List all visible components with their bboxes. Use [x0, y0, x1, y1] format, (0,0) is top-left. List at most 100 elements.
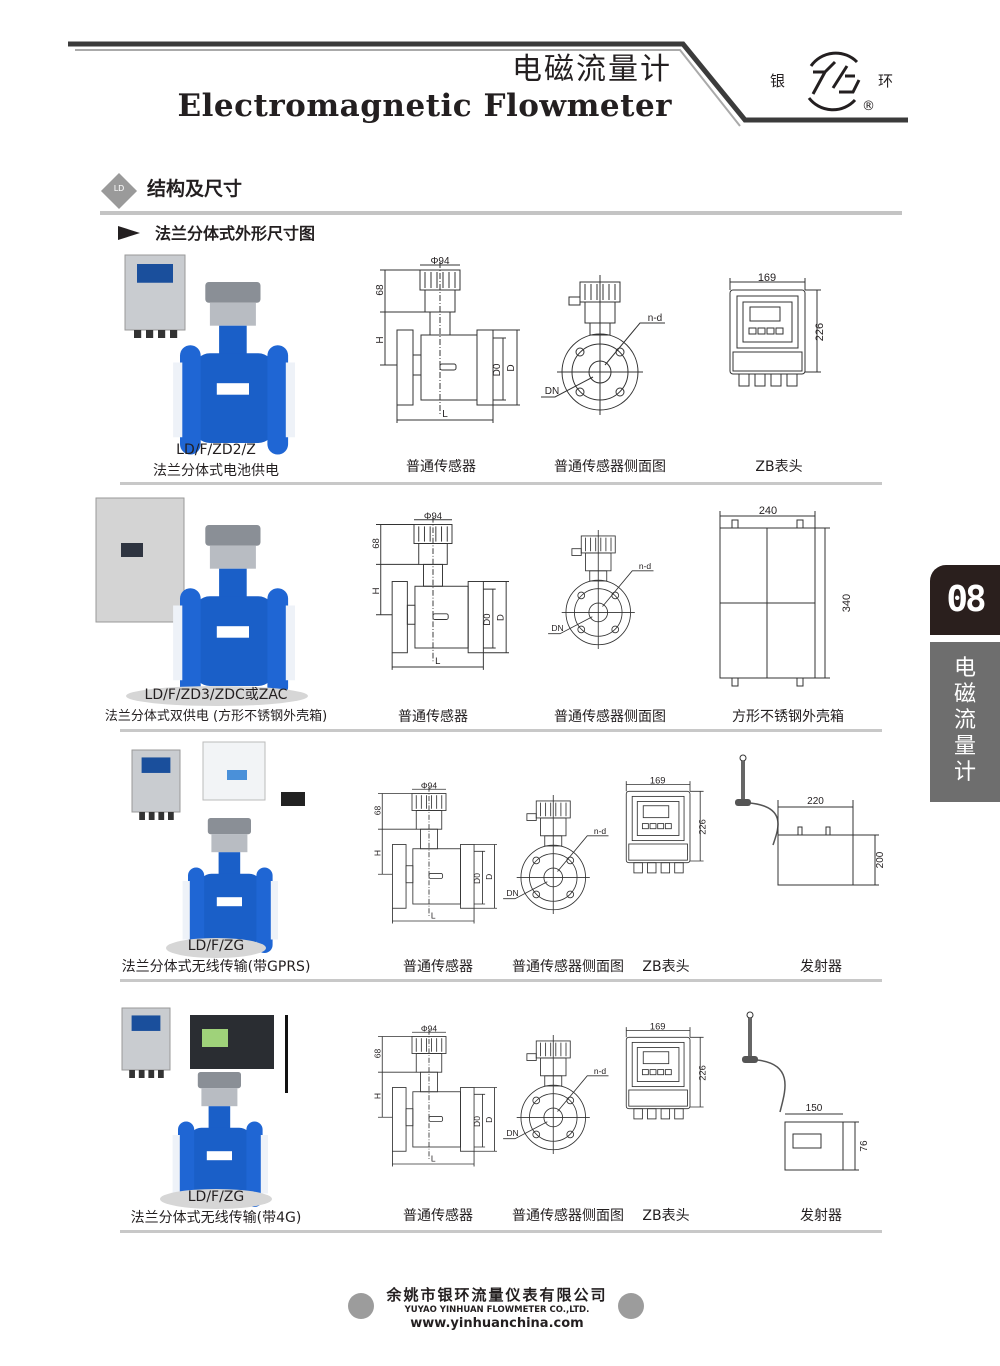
flange: [460, 1087, 475, 1152]
chapter-label: 电磁流量计: [953, 656, 976, 785]
sensor-body: [420, 334, 478, 401]
dimension-label: D: [495, 614, 506, 621]
dimension-label: D: [484, 874, 494, 880]
dimension-label: n-d: [594, 826, 607, 836]
flange: [460, 844, 475, 909]
logo-left-char: 银: [770, 72, 786, 90]
footer-website[interactable]: www.yinhuanchina.com: [410, 1316, 584, 1331]
cable-gland: [647, 862, 657, 874]
key: [748, 327, 757, 335]
header-decoration: [68, 41, 908, 127]
dimension-label: L: [442, 409, 448, 420]
dimension-label: Φ94: [421, 780, 438, 790]
dimension-label: 240: [759, 505, 777, 517]
dimension-label: DN: [545, 386, 559, 397]
dimension-label: L: [435, 656, 440, 667]
transmitter-box: [784, 1121, 844, 1171]
dimension-label: Φ94: [421, 1023, 438, 1033]
dimension-label: Φ94: [424, 511, 442, 522]
caption-sensor-side: 普通传感器侧面图: [512, 1208, 624, 1224]
dimension-label: D0: [492, 363, 503, 376]
bolt-hole: [566, 1130, 575, 1139]
footer-company-cn: 余姚市银环流量仪表有限公司: [386, 1286, 608, 1304]
dimension-label: Φ94: [430, 256, 450, 267]
mount-lug: [731, 677, 739, 687]
bolt-hole: [532, 856, 541, 865]
cable-gland: [660, 862, 671, 874]
cable-gland: [738, 373, 750, 387]
dimension-label: 340: [841, 594, 853, 612]
dimension-label: 76: [859, 1140, 870, 1152]
title-cn: 电磁流量计: [512, 52, 672, 87]
key: [657, 1069, 665, 1076]
arrow-bullet-icon: [118, 226, 140, 240]
antenna-icon: [746, 1011, 754, 1019]
flange: [392, 1087, 407, 1152]
flange: [392, 844, 407, 909]
model-highlight: [126, 686, 308, 706]
chapter-label-tab: 电磁流量计: [930, 642, 1000, 802]
transmitter-box: [777, 834, 854, 886]
bolt-hole: [577, 625, 586, 634]
flange: [396, 329, 414, 406]
bolt-hole: [566, 890, 575, 899]
caption-zb-head: ZB表头: [642, 959, 690, 975]
caption-sensor: 普通传感器: [403, 959, 473, 975]
caption-zb-head: ZB表头: [755, 459, 803, 475]
chapter-number-tab: 08: [930, 565, 1000, 635]
flowmeter-photo: [182, 818, 278, 953]
converter-photo: [131, 749, 181, 820]
dimension-label: H: [373, 1093, 383, 1099]
display: [642, 1051, 670, 1065]
dimension-label: 68: [375, 284, 386, 296]
dimension-label: 226: [814, 323, 826, 341]
caption-sensor-side: 普通传感器侧面图: [554, 709, 666, 725]
dimension-label: 150: [806, 1103, 823, 1114]
key: [657, 823, 665, 830]
bolt-hole: [532, 1130, 541, 1139]
mount-lug: [731, 519, 739, 529]
row-divider: [120, 979, 882, 982]
display: [749, 306, 781, 322]
section-title: 结构及尺寸: [147, 178, 243, 200]
product-desc: 法兰分体式电池供电: [153, 463, 279, 479]
dimension-label: D: [484, 1117, 494, 1123]
dimension-label: DN: [551, 623, 563, 633]
logo-registered-mark: ®: [862, 99, 875, 114]
footer-company-en: YUYAO YINHUAN FLOWMETER CO.,LTD.: [404, 1305, 590, 1315]
flowmeter-photo: [173, 525, 295, 698]
caption-sensor-side: 普通传感器侧面图: [554, 459, 666, 475]
caption-sensor: 普通传感器: [406, 459, 476, 475]
dimension-label: L: [431, 1153, 436, 1163]
flowmeter-photo: [172, 1072, 268, 1207]
bolt-hole: [575, 387, 585, 397]
dimension-label: 169: [758, 272, 776, 284]
bolt-hole: [577, 591, 586, 600]
converter-photo: [121, 1007, 171, 1078]
flange: [476, 329, 494, 406]
cable-gland: [633, 1108, 643, 1120]
model-highlight: [166, 938, 266, 958]
flange: [391, 581, 408, 654]
dimension-label: D0: [472, 873, 482, 884]
dimension-label: n-d: [648, 313, 662, 324]
dimension-label: 226: [697, 819, 707, 835]
row-divider: [120, 1230, 882, 1233]
row-divider: [120, 482, 882, 485]
product-desc: 法兰分体式双供电 (方形不锈钢外壳箱): [104, 709, 328, 724]
footer-dot-left-icon: [348, 1293, 374, 1319]
key: [641, 1069, 649, 1076]
dimension-label: 68: [373, 806, 383, 816]
dimension-label: 226: [697, 1065, 707, 1081]
dimension-label: DN: [506, 888, 518, 898]
caption-sensor: 普通传感器: [403, 1208, 473, 1224]
steel-box-drawing: 240 340: [719, 505, 853, 687]
cable-gland: [647, 1108, 657, 1120]
dimension-label: H: [373, 850, 383, 856]
